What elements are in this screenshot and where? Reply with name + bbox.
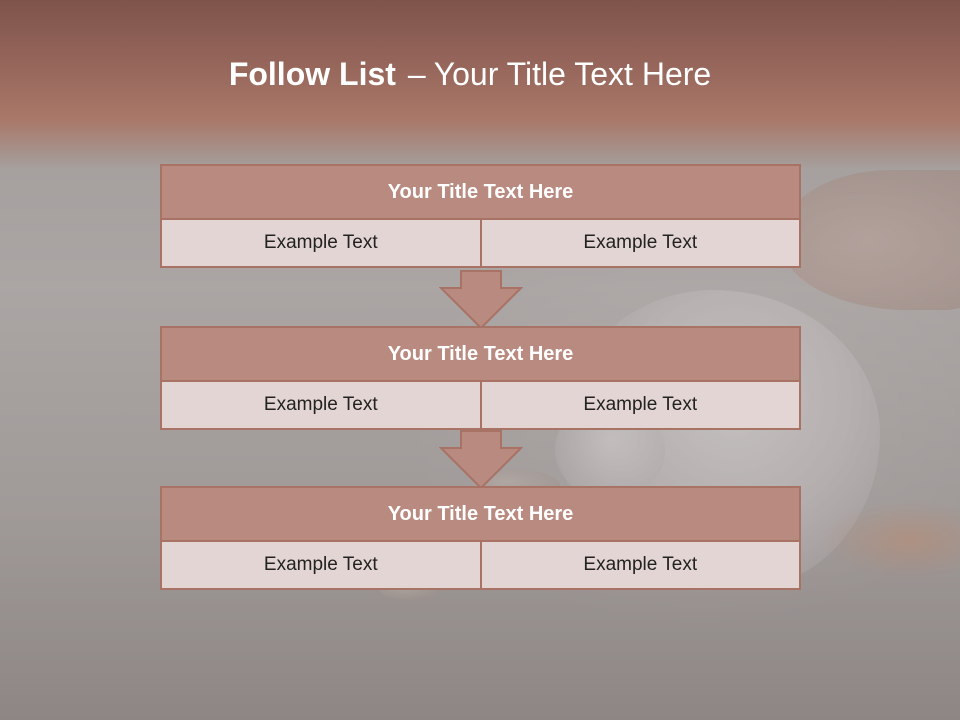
block-cell-left: Example Text <box>160 540 482 590</box>
header-band <box>0 0 960 170</box>
title-separator: – <box>407 56 426 92</box>
down-arrow-icon <box>439 270 523 330</box>
block-cell-left: Example Text <box>160 380 482 430</box>
block-cell-right: Example Text <box>479 380 801 430</box>
block-cell-left: Example Text <box>160 218 482 268</box>
block-title: Your Title Text Here <box>160 486 801 542</box>
title-rest: Your Title Text Here <box>433 56 712 92</box>
list-block-3: Your Title Text Here Example Text Exampl… <box>160 486 801 590</box>
list-block-1: Your Title Text Here Example Text Exampl… <box>160 164 801 268</box>
block-cell-right: Example Text <box>479 218 801 268</box>
table-glow <box>820 500 960 580</box>
block-cell-right: Example Text <box>479 540 801 590</box>
list-block-2: Your Title Text Here Example Text Exampl… <box>160 326 801 430</box>
title-strong: Follow List <box>228 56 396 92</box>
slide-title: Follow List–Your Title Text Here <box>0 56 940 93</box>
down-arrow-icon <box>439 430 523 490</box>
block-row: Example Text Example Text <box>160 380 801 430</box>
block-title: Your Title Text Here <box>160 326 801 382</box>
block-row: Example Text Example Text <box>160 218 801 268</box>
block-row: Example Text Example Text <box>160 540 801 590</box>
block-title: Your Title Text Here <box>160 164 801 220</box>
